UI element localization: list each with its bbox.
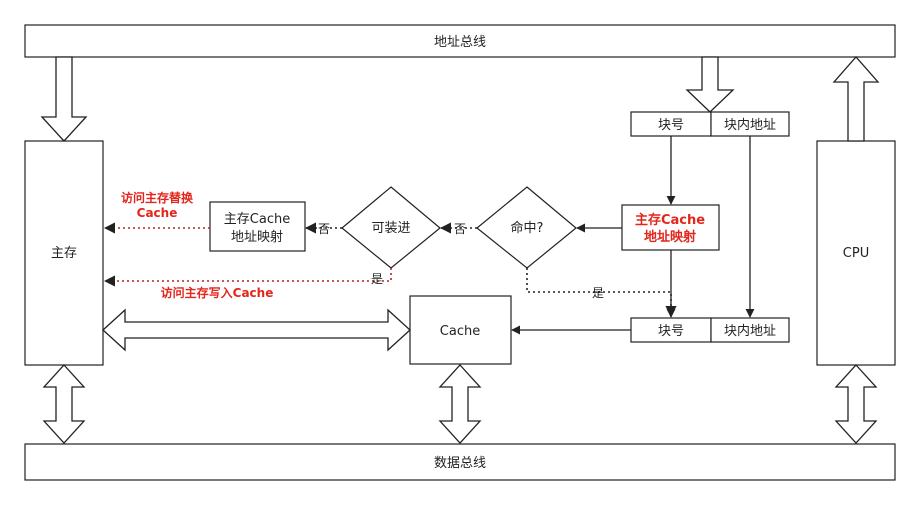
can-load-label: 可装进 [371, 221, 410, 236]
block-no-bottom: 块号 [658, 324, 684, 339]
cache-block: Cache [409, 295, 512, 365]
in-block-addr-bottom: 块内地址 [724, 323, 776, 339]
bus-to-memory-arrow [40, 56, 88, 142]
data-bus-label: 数据总线 [434, 456, 486, 471]
cpu-to-bus-arrow [832, 56, 880, 142]
hit-label: 命中? [511, 220, 544, 236]
block-no-top: 块号 [658, 118, 684, 133]
cpu-block: CPU [816, 140, 896, 366]
data-bus: 数据总线 [24, 443, 896, 481]
cache-databus-arrow [438, 364, 482, 444]
access-write-label: 访问主存写入Cache [161, 285, 274, 300]
mapping-main-line2: 地址映射 [231, 229, 283, 245]
address-bus-label: 地址总线 [434, 35, 486, 50]
main-memory-block: 主存 [24, 140, 104, 366]
bus-to-fields-arrow [685, 56, 735, 113]
access-replace-line1: 访问主存替换 [121, 190, 194, 205]
canload-yes-arrow [103, 268, 392, 287]
mapping-box-red: 主存Cache 地址映射 [621, 204, 720, 251]
mapping-red-line2: 地址映射 [644, 229, 696, 245]
access-replace-line2: Cache [137, 206, 178, 220]
address-bus: 地址总线 [24, 24, 896, 58]
decision-can-load: 可装进 [341, 186, 441, 269]
in-block-addr-top: 块内地址 [724, 117, 776, 133]
canload-no-label: 否 [318, 222, 330, 236]
main-memory-label: 主存 [51, 246, 77, 261]
cache-label: Cache [440, 324, 480, 339]
cpu-label: CPU [843, 246, 869, 261]
cpu-databus-arrow [834, 364, 878, 444]
hit-yes-arrow [526, 268, 677, 318]
mapping-red-line1: 主存Cache [635, 212, 705, 228]
memory-databus-arrow [42, 364, 86, 444]
memory-cache-arrow [102, 308, 411, 352]
canload-yes-label: 是 [371, 272, 383, 286]
hit-no-label: 否 [454, 222, 466, 236]
mapping-main-line1: 主存Cache [224, 212, 290, 227]
decision-hit: 命中? [476, 186, 577, 269]
hit-yes-label: 是 [592, 286, 604, 300]
address-fields-bottom: 块号 块内地址 [630, 317, 790, 343]
address-fields-top: 块号 块内地址 [630, 111, 790, 137]
mapping-box-main: 主存Cache 地址映射 [209, 201, 306, 252]
